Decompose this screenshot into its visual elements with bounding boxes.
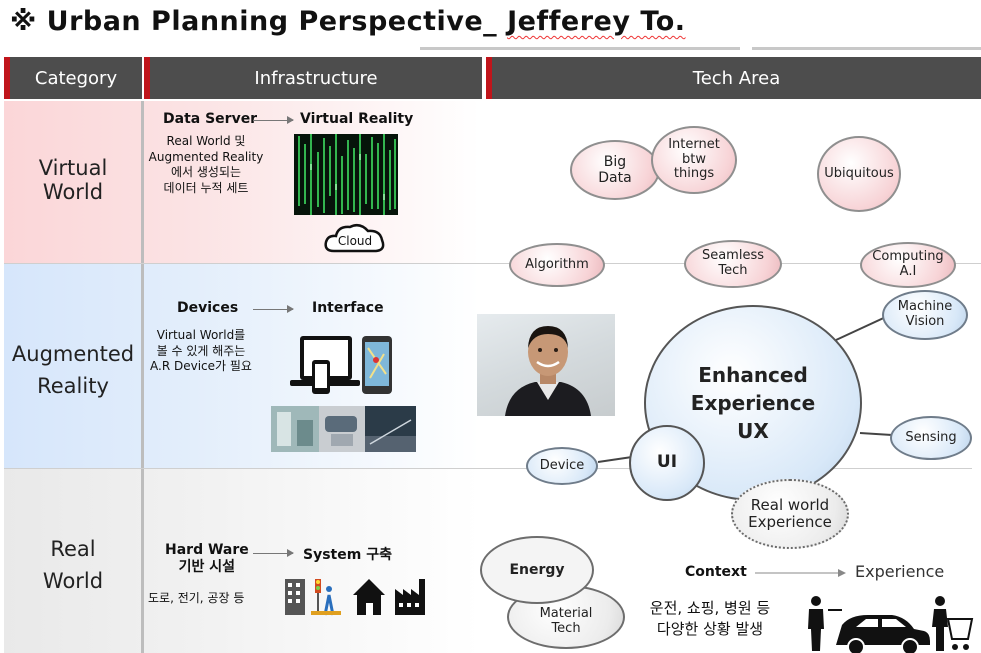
ubiquitous-bubble: Ubiquitous — [817, 136, 901, 212]
header-infrastructure: Infrastructure — [144, 57, 482, 99]
row-real-world-bg — [4, 469, 480, 653]
system-label: System 구축 — [303, 547, 392, 563]
virtual-reality-label: Virtual Reality — [300, 111, 414, 127]
ui-bubble: UI — [629, 425, 705, 501]
real-world-desc: 도로, 전기, 공장 등 — [148, 591, 245, 605]
device-bubble: Device — [526, 447, 598, 485]
arrow-icon — [253, 549, 294, 557]
arrow-icon — [253, 305, 294, 313]
cloud-label: Cloud — [337, 234, 373, 248]
portrait-photo — [477, 314, 615, 416]
title-rule — [420, 47, 740, 50]
cloud-icon — [324, 223, 385, 253]
devices-icon — [290, 336, 392, 394]
interface-label: Interface — [312, 300, 384, 316]
devices-label: Devices — [177, 300, 239, 316]
title-rule-right — [752, 47, 981, 50]
header-tech-area: Tech Area — [486, 57, 981, 99]
row-separator-2 — [4, 468, 972, 469]
header-category: Category — [4, 57, 142, 99]
energy-bubble: Energy — [480, 536, 594, 604]
arrow-icon — [253, 116, 294, 124]
infrastructure-icons — [285, 579, 425, 616]
ar-images — [271, 406, 416, 452]
author-name: Jefferey To. — [507, 6, 686, 37]
column-separator — [141, 101, 144, 653]
context-label: Context — [685, 564, 747, 580]
matrix-image — [294, 134, 398, 215]
experience-label: Experience — [855, 562, 945, 581]
context-icons — [808, 596, 974, 653]
page-title: ※ Urban Planning Perspective_ Jefferey T… — [10, 6, 686, 37]
algorithm-bubble: Algorithm — [509, 243, 605, 287]
row-virtual-world-bg — [4, 101, 480, 263]
sensing-bubble: Sensing — [890, 416, 972, 460]
data-server-label: Data Server — [163, 111, 258, 127]
row-separator-1 — [4, 263, 981, 264]
